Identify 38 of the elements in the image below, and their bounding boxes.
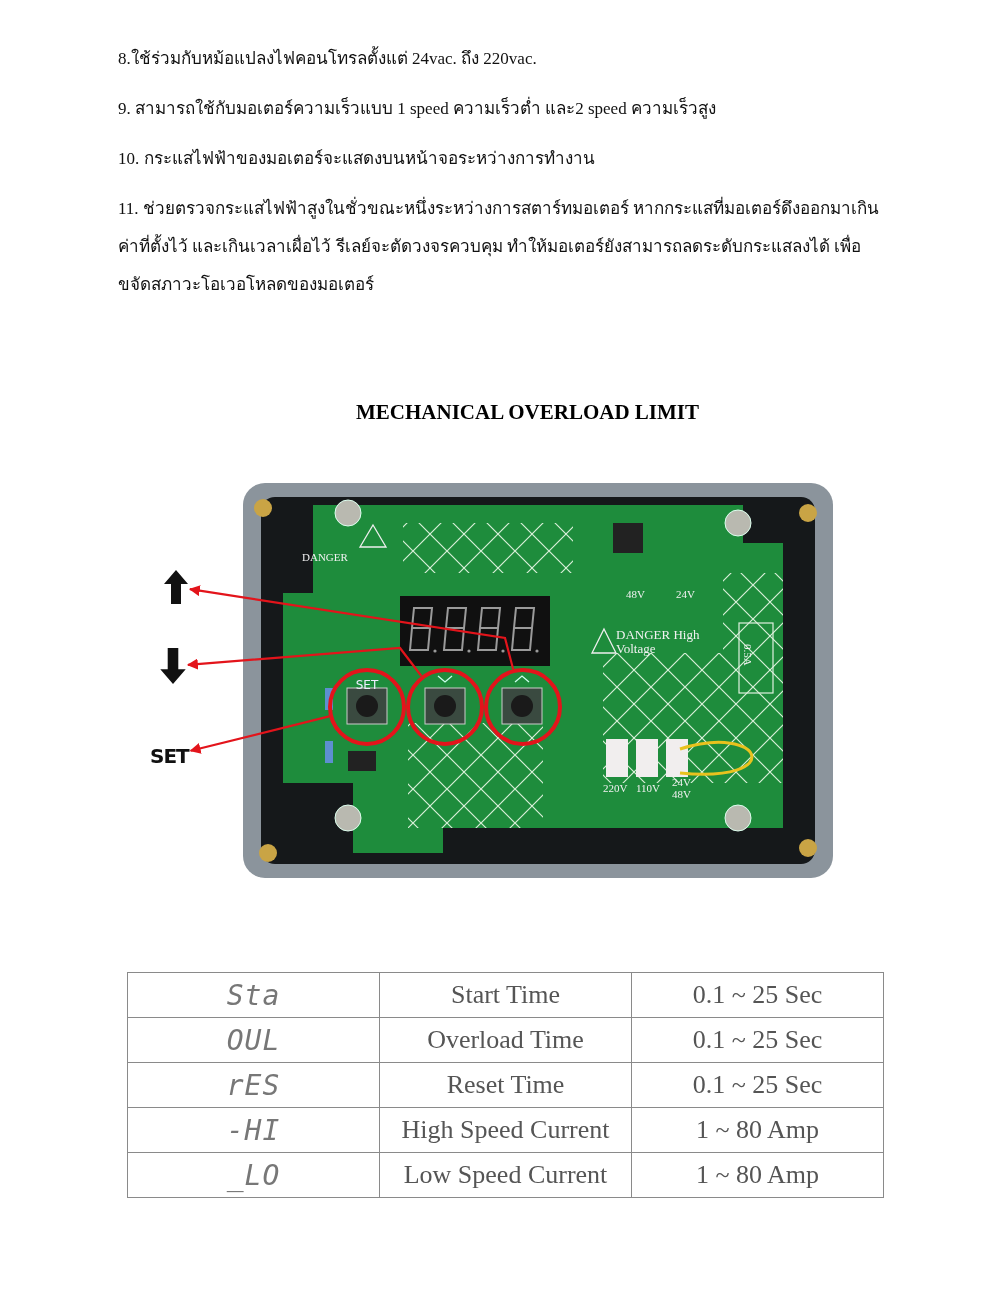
display-code-cell: _LO	[127, 1152, 380, 1198]
arrow	[186, 646, 423, 677]
table-cell: 0.1 ~ 25 Sec	[631, 1062, 884, 1108]
table-cell: Start Time	[379, 972, 632, 1018]
paragraph: 9. สามารถใช้กับมอเตอร์ความเร็วแบบ 1 speed ความเร็วต่ำ และ2 speed ความเร็วสูง	[118, 90, 890, 128]
table-cell: 1 ~ 80 Amp	[631, 1152, 884, 1198]
down-arrow-icon	[160, 648, 186, 684]
display-code-cell: rES	[127, 1062, 380, 1108]
table-cell: High Speed Current	[379, 1107, 632, 1153]
highlight-circle	[406, 668, 484, 746]
table-cell: Overload Time	[379, 1017, 632, 1063]
arrow	[188, 585, 515, 670]
table-cell: Low Speed Current	[379, 1152, 632, 1198]
board-marking: 24V	[676, 588, 696, 600]
board-marking: 220V	[603, 782, 629, 794]
paragraph: 11. ช่วยตรวจกระแสไฟฟ้าสูงในชั่วขณะหนึ่งระหว่างการสตาร์ทมอเตอร์ หากกระแสที่มอเตอร์ดึงออกมาเกินค่าที่ตั้งไว้ และเกินเวลาเผื่อไว้ รีเลย์จะตัดวงจรควบคุม ทำให้มอเตอร์ยังสามารถลดระดับกระแสลงได้ เพื่อขจัดสภาวะโอเวอโหลดของมอเตอร์	[118, 190, 890, 304]
title: MECHANICAL OVERLOAD LIMIT	[354, 400, 700, 425]
board-marking: DANGER High Voltage	[616, 628, 701, 656]
highlight-circle	[328, 668, 406, 746]
table-cell: 1 ~ 80 Amp	[631, 1107, 884, 1153]
display-code-cell: OUL	[127, 1017, 380, 1063]
board-marking: 48V	[626, 588, 646, 600]
callout-label: SET	[150, 743, 189, 769]
highlight-circle	[484, 668, 562, 746]
table-cell: 0.1 ~ 25 Sec	[631, 1017, 884, 1063]
board-marking: DANGER	[302, 551, 349, 563]
table-cell: Reset Time	[379, 1062, 632, 1108]
arrow	[189, 715, 330, 754]
button-label: SET	[355, 678, 379, 692]
up-arrow-icon	[164, 570, 188, 604]
display-code-cell: -HI	[127, 1107, 380, 1153]
paragraph: 10. กระแสไฟฟ้าของมอเตอร์จะแสดงบนหน้าจอระหว่างการทำงาน	[118, 147, 596, 170]
board-marking: 0.5A	[742, 644, 754, 666]
board-marking: 110V	[636, 782, 662, 794]
table-cell: 0.1 ~ 25 Sec	[631, 972, 884, 1018]
display-code-cell: Sta	[127, 972, 380, 1018]
paragraph: 8.ใช้ร่วมกับหม้อแปลงไฟคอนโทรลตั้งแต่ 24vac. ถึง 220vac.	[118, 40, 890, 78]
board-marking: 24V 48V	[672, 776, 692, 800]
